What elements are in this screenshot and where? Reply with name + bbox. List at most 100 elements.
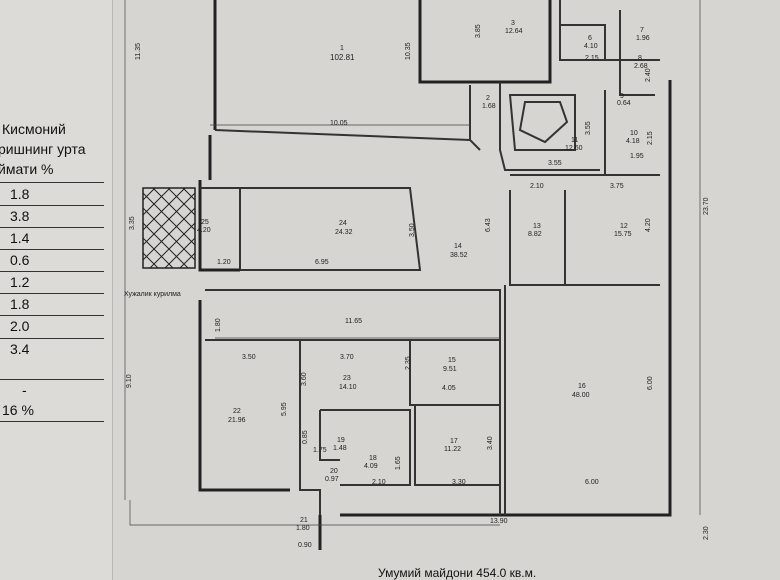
dimension-label: 2.10 [372,479,386,486]
table-cell: 1.8 [0,184,104,206]
room-area: 14.10 [339,384,357,391]
dimension-label: 6.95 [315,259,329,266]
dimension-label: 2.40 [645,68,652,82]
room-number: 20 [330,468,338,475]
room-area: 15.75 [614,231,632,238]
room-area: 1.68 [482,103,496,110]
room-area: 4.09 [364,463,378,470]
dimension-label: 23.70 [703,197,710,215]
room-number: 24 [339,220,347,227]
dimension-label: 6.43 [485,218,492,232]
annex-hatch [142,187,196,269]
dimension-label: 3.55 [585,121,592,135]
dimension-label: 1.95 [630,153,644,160]
dimension-label: 1.80 [215,318,222,332]
room-number: 13 [533,223,541,230]
room-area: 48.00 [572,392,590,399]
dimension-label: 2.30 [703,526,710,540]
table-header-line-3: ймати % [0,161,54,177]
room-number: 10 [630,130,638,137]
room-number: 19 [337,437,345,444]
dimension-label: 3.35 [129,216,136,230]
total-area: Умумий майдони 454.0 кв.м. [378,566,536,580]
dimension-label: 3.30 [452,479,466,486]
room-area: 0.64 [617,100,631,107]
dimension-label: 11.35 [135,43,142,60]
table-cell: 1.4 [0,228,104,250]
room-number: 1 [340,45,344,52]
room-number: 15 [448,357,456,364]
dimension-label: 3.85 [475,24,482,38]
room-area: 1.96 [636,35,650,42]
dimension-label: 3.50 [242,354,256,361]
room-number: 6 [588,35,592,42]
table-header-line-2: ришнинг урта [0,141,86,157]
dimension-label: 1.65 [395,456,402,470]
room-number: 21 [300,517,308,524]
table-header-line-1: Кисмоний [2,121,66,137]
room-area: 4.18 [626,138,640,145]
room-number: 8 [638,55,642,62]
room-number: 7 [640,27,644,34]
left-page: Кисмоний ришнинг урта ймати % 1.8 3.8 1.… [0,0,113,580]
room-area: 38.52 [450,252,468,259]
dimension-label: 2.10 [530,183,544,190]
table-cell: 0.6 [0,250,104,272]
dimension-label: 3.50 [409,223,416,237]
room-area: 11.22 [444,446,461,453]
dimension-label: 2.35 [405,356,412,370]
annex-annotation: Хужалик курилма [124,291,181,298]
room-area: 12.60 [565,145,583,152]
room-area: 9.51 [443,366,457,373]
dimension-label: 3.75 [610,183,624,190]
room-area: 8.82 [528,231,542,238]
dimension-label: 0.85 [302,430,309,444]
dimension-label: 1.75 [313,447,327,454]
room-labels: 1 102.81 2 1.68 3 12.64 6 4.10 7 1.96 8 … [197,20,650,532]
room-area: 102.81 [330,53,355,62]
table-cell: 3.8 [0,206,104,228]
dimension-label: 10.05 [330,120,348,127]
room-number: 9 [620,93,624,100]
table-rule [0,182,104,183]
dimension-label: 9.10 [126,374,133,388]
dimension-label: 3.40 [487,436,494,450]
table-cell: 16 % [0,400,104,422]
room-area: 2.68 [634,63,648,70]
room-number: 11 [571,137,578,144]
dimension-label: 4.20 [645,218,652,232]
table-cell: 1.2 [0,272,104,294]
dimension-label: 6.00 [585,479,599,486]
dimension-label: 13.90 [490,518,508,525]
room-area: 4.20 [197,227,211,234]
table-cell: 3.4 [0,339,104,380]
inner-walls [200,0,660,515]
dimension-label: 0.90 [298,542,312,549]
room-number: 22 [233,408,241,415]
room-number: 17 [450,438,458,445]
dimension-label: 6.00 [647,376,654,390]
dimension-label: 4.05 [442,385,456,392]
room-number: 12 [620,223,628,230]
room-area: 4.10 [584,43,598,50]
room-number: 25 [201,219,209,226]
room-number: 18 [369,455,377,462]
dimension-label: 2.15 [647,131,654,145]
dimension-labels: 10.05 10.35 11.35 3.85 2.15 2.40 3.55 3.… [124,24,710,549]
table-cell: 2.0 [0,316,104,339]
room-number: 14 [454,243,462,250]
room-number: 3 [511,20,515,27]
outer-walls [198,0,672,550]
floor-plan: 1 102.81 2 1.68 3 12.64 6 4.10 7 1.96 8 … [124,0,710,580]
room-area: 1.48 [333,445,347,452]
room-number: 23 [343,375,351,382]
dimension-label: 3.60 [301,372,308,386]
room-area: 24.32 [335,229,353,236]
room-area: 12.64 [505,28,523,35]
dimension-label: 3.55 [548,160,562,167]
dimension-label: 11.65 [345,318,362,325]
table-cell: - [22,382,27,398]
dimension-label: 5.95 [281,402,288,416]
dimension-label: 2.15 [585,55,599,62]
room-area: 21.96 [228,417,246,424]
